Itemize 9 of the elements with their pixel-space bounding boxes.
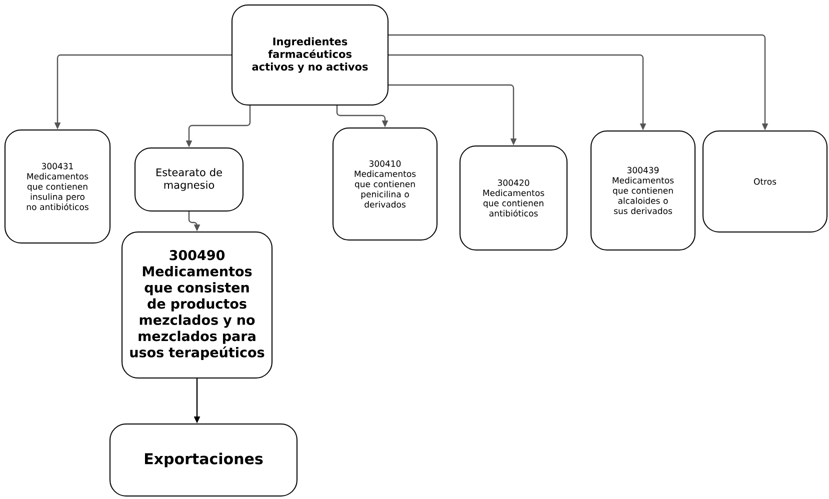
- category-box: 300410 Medicamentos que contienen penicilina o derivados: [332, 128, 438, 240]
- category-box: 300420 Medicamentos que contienen antibióticos: [460, 146, 568, 250]
- ingredient-box: Estearato de magnesio: [134, 148, 244, 212]
- root-box: Ingredientes farmacéuticos activos y no activos: [232, 4, 388, 106]
- product-box: 300490 Medicamentos que consisten de productos mezclados y no mezclados para usos terapeúticos: [122, 232, 272, 378]
- category-box: Otros: [702, 130, 828, 232]
- category-box: 300439 Medicamentos que contienen alcaloides o sus derivados: [590, 130, 696, 250]
- category-box: 300431 Medicamentos que contienen insulina pero no antibióticos: [4, 130, 110, 244]
- export-box: Exportaciones: [110, 424, 298, 496]
